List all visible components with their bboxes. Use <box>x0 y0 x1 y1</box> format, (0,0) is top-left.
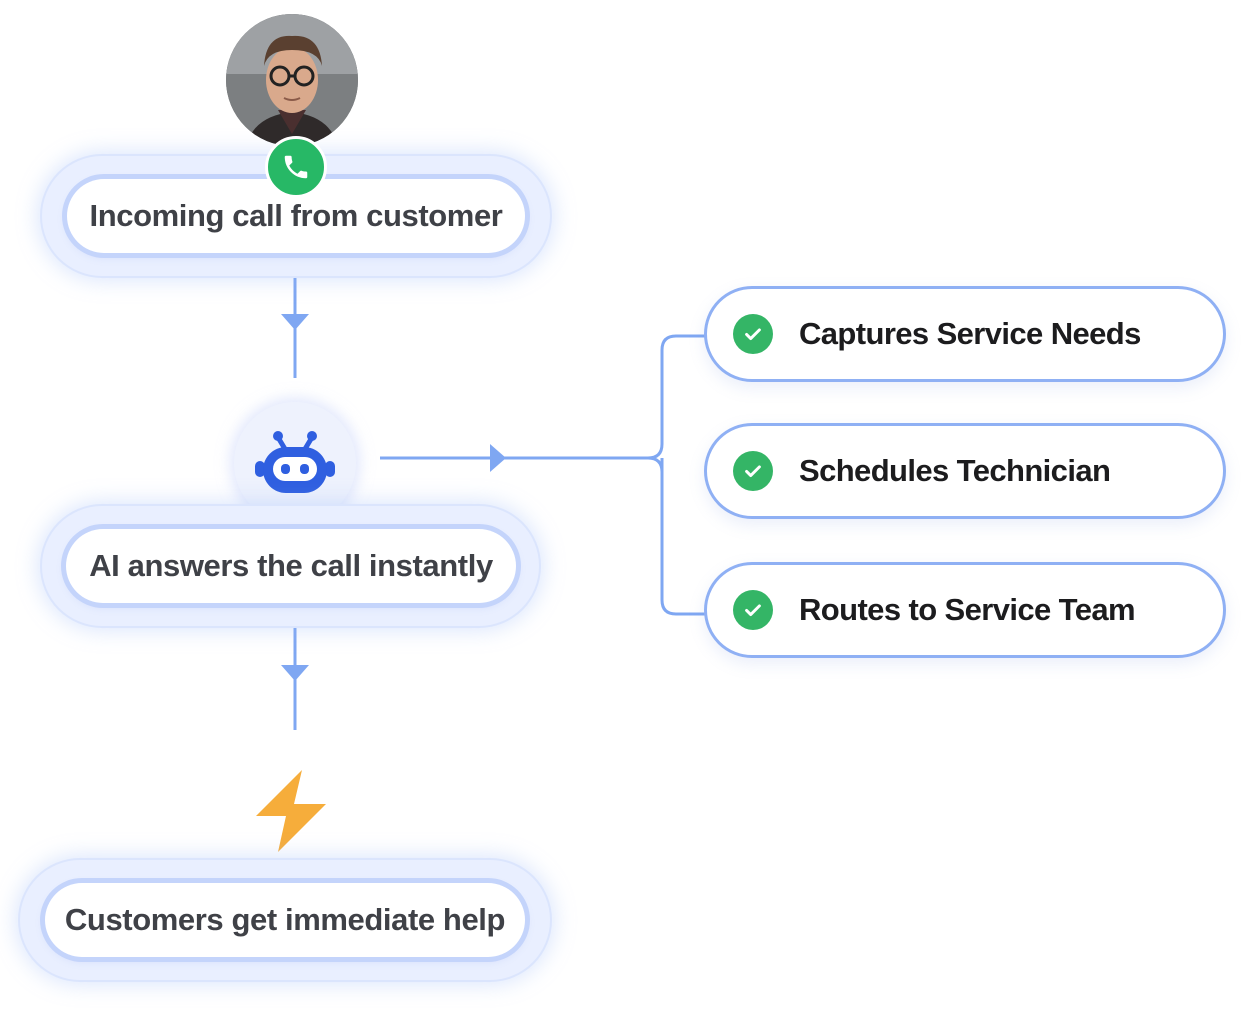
phone-icon <box>265 136 327 198</box>
step-customers-help: Customers get immediate help <box>45 883 525 957</box>
robot-icon-container <box>234 402 356 524</box>
arrowhead-right <box>490 444 506 472</box>
check-circle-icon <box>733 314 773 354</box>
arrowhead-down-1 <box>281 314 309 330</box>
outcome-label: Routes to Service Team <box>799 592 1136 627</box>
step-customers-help-label: Customers get immediate help <box>64 902 506 937</box>
lightning-icon <box>256 770 326 852</box>
branch-bracket <box>647 334 706 616</box>
step-ai-answers: AI answers the call instantly <box>66 529 516 603</box>
outcome-schedules-technician: Schedules Technician <box>704 423 1226 519</box>
outcome-routes-to-service-team: Routes to Service Team <box>704 562 1226 658</box>
outcome-captures-service-needs: Captures Service Needs <box>704 286 1226 382</box>
robot-icon <box>255 431 335 493</box>
arrowhead-down-2 <box>281 665 309 681</box>
check-circle-icon <box>733 451 773 491</box>
customer-avatar <box>226 14 358 146</box>
step-ai-answers-label: AI answers the call instantly <box>89 548 493 583</box>
step-incoming-call-label: Incoming call from customer <box>89 198 503 233</box>
outcome-label: Schedules Technician <box>799 453 1111 488</box>
check-circle-icon <box>733 590 773 630</box>
outcome-label: Captures Service Needs <box>799 316 1141 351</box>
